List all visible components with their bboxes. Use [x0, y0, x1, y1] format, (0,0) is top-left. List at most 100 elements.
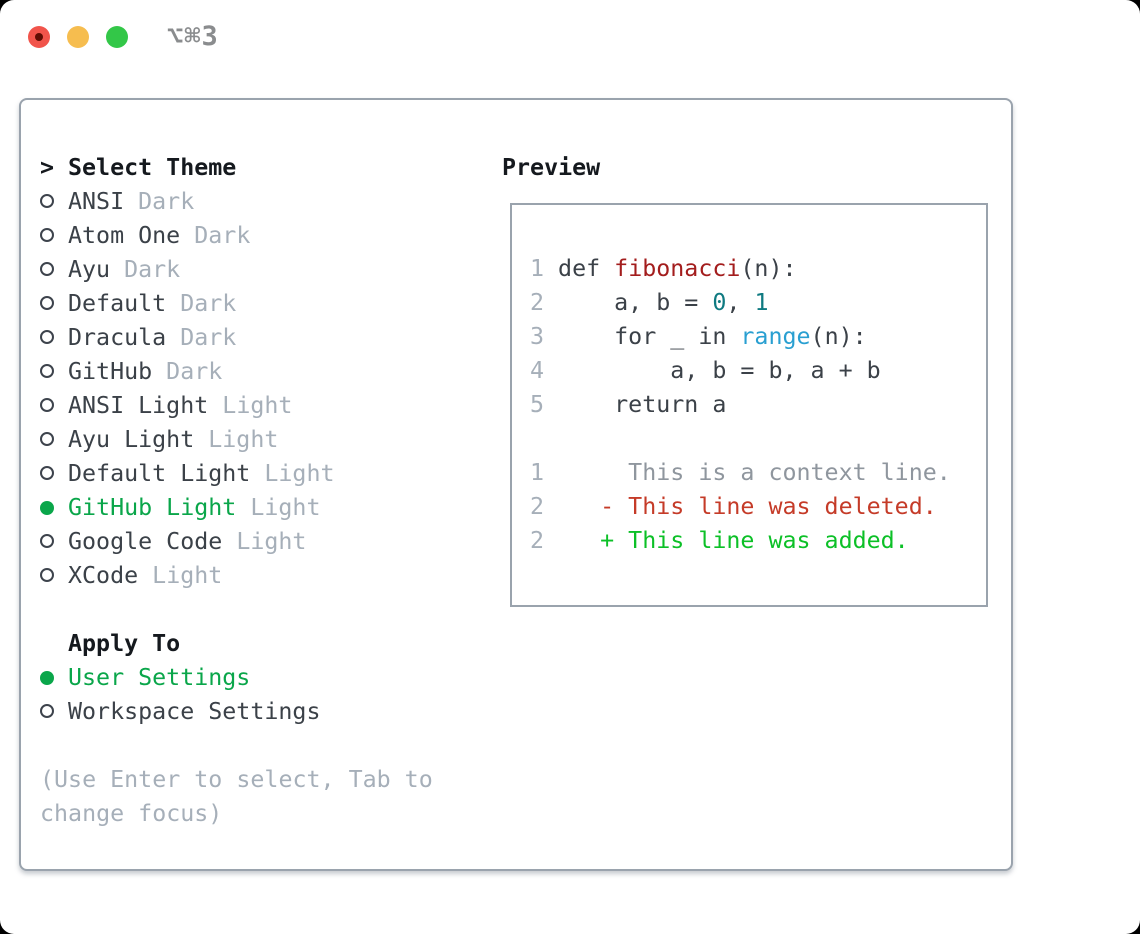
line-number: 2	[530, 493, 545, 520]
theme-option-github-light[interactable]: GitHub Light Light	[40, 491, 484, 525]
radio-unselected-icon	[40, 457, 68, 491]
code-blank-line	[530, 422, 986, 456]
radio-unselected-icon	[40, 287, 68, 321]
theme-variant-label: Dark	[180, 222, 251, 249]
code-token: range	[740, 323, 811, 350]
radio-unselected-icon	[40, 219, 68, 253]
code-line: 2 - This line was deleted.	[530, 490, 986, 524]
theme-variant-label: Light	[208, 392, 293, 419]
theme-option-google-code[interactable]: Google Code Light	[40, 525, 484, 559]
radio-selected-icon	[40, 491, 68, 525]
minimize-button[interactable]	[67, 26, 89, 48]
line-number: 1	[530, 459, 545, 486]
theme-option-ayu-light[interactable]: Ayu Light Light	[40, 423, 484, 457]
circle-icon	[40, 364, 54, 378]
circle-icon	[40, 568, 54, 582]
spacer	[40, 593, 484, 627]
theme-option-default[interactable]: Default Dark	[40, 287, 484, 321]
theme-option-ansi[interactable]: ANSI Dark	[40, 185, 484, 219]
line-number: 3	[530, 323, 545, 350]
theme-variant-label: Light	[138, 562, 223, 589]
code-token: return a	[544, 391, 727, 418]
circle-icon	[40, 228, 54, 242]
code-token: ,	[726, 289, 755, 316]
circle-icon	[40, 296, 54, 310]
theme-variant-label: Dark	[124, 188, 195, 215]
code-line: 5 return a	[530, 388, 986, 422]
keyboard-hint: (Use Enter to select, Tab to change focu…	[40, 766, 433, 827]
spacer	[40, 729, 484, 763]
theme-variant-label: Dark	[166, 324, 237, 351]
theme-option-label: Default	[68, 290, 167, 317]
theme-option-label: Google Code	[68, 528, 223, 555]
code-token: + This line was added.	[544, 527, 909, 554]
theme-option-label: ANSI	[68, 188, 125, 215]
close-focus-dot	[35, 33, 43, 41]
theme-option-label: GitHub	[68, 358, 153, 385]
theme-option-ansi-light[interactable]: ANSI Light Light	[40, 389, 484, 423]
apply-option-label: User Settings	[68, 664, 251, 691]
theme-option-label: Default Light	[68, 460, 251, 487]
code-token: (n):	[810, 323, 867, 350]
theme-variant-label: Dark	[152, 358, 223, 385]
circle-icon	[40, 466, 54, 480]
code-token: (n):	[740, 255, 797, 282]
radio-unselected-icon	[40, 355, 68, 389]
line-number: 2	[530, 527, 545, 554]
select-theme-header-label: Select Theme	[68, 154, 237, 181]
code-line: 2 + This line was added.	[530, 524, 986, 558]
apply-option-workspace-settings[interactable]: Workspace Settings	[40, 695, 484, 729]
zoom-button[interactable]	[106, 26, 128, 48]
apply-option-user-settings[interactable]: User Settings	[40, 661, 484, 695]
code-line: 1 This is a context line.	[530, 456, 986, 490]
theme-option-label: ANSI Light	[68, 392, 209, 419]
select-theme-header: > Select Theme	[40, 151, 484, 185]
theme-variant-label: Dark	[166, 290, 237, 317]
theme-option-label: Ayu	[68, 256, 111, 283]
theme-variant-label: Light	[222, 528, 307, 555]
circle-icon	[40, 330, 54, 344]
apply-to-header-label: Apply To	[68, 630, 181, 657]
circle-icon	[40, 398, 54, 412]
code-token: This is a context line.	[544, 459, 951, 486]
code-line: 3 for _ in range(n):	[530, 320, 986, 354]
code-token: 1	[754, 289, 769, 316]
radio-selected-icon	[40, 661, 68, 695]
code-line: 4 a, b = b, a + b	[530, 354, 986, 388]
window-title: ⌥⌘3	[167, 21, 219, 52]
theme-variant-label: Light	[236, 494, 321, 521]
theme-option-ayu[interactable]: Ayu Dark	[40, 253, 484, 287]
code-token: for _ in	[544, 323, 741, 350]
filled-dot-icon	[40, 501, 54, 515]
theme-option-xcode[interactable]: XCode Light	[40, 559, 484, 593]
apply-option-label: Workspace Settings	[68, 698, 321, 725]
theme-option-atom-one[interactable]: Atom One Dark	[40, 219, 484, 253]
radio-unselected-icon	[40, 389, 68, 423]
theme-option-label: GitHub Light	[68, 494, 237, 521]
line-number: 4	[530, 357, 545, 384]
focus-caret-icon: >	[40, 154, 55, 181]
radio-unselected-icon	[40, 185, 68, 219]
theme-option-label: Ayu Light	[68, 426, 195, 453]
theme-option-label: XCode	[68, 562, 139, 589]
preview-header: Preview	[502, 154, 601, 181]
apply-to-header: Apply To	[40, 627, 484, 661]
circle-icon	[40, 194, 54, 208]
theme-option-dracula[interactable]: Dracula Dark	[40, 321, 484, 355]
code-line: 1 def fibonacci(n):	[530, 252, 986, 286]
circle-icon	[40, 262, 54, 276]
close-button[interactable]	[28, 26, 50, 48]
radio-unselected-icon	[40, 253, 68, 287]
circle-icon	[40, 432, 54, 446]
radio-unselected-icon	[40, 695, 68, 729]
circle-icon	[40, 534, 54, 548]
theme-option-label: Atom One	[68, 222, 181, 249]
theme-option-default-light[interactable]: Default Light Light	[40, 457, 484, 491]
theme-option-github[interactable]: GitHub Dark	[40, 355, 484, 389]
